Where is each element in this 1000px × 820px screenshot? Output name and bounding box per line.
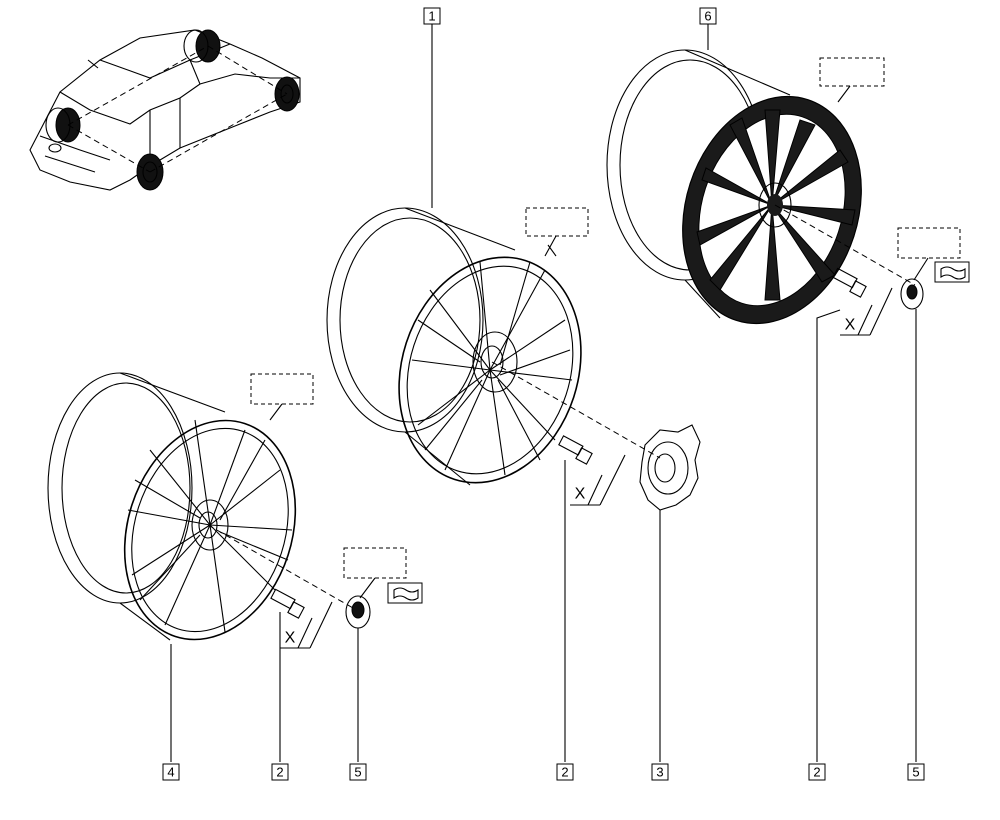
callout-4: 4	[162, 763, 180, 781]
centre-cap-5-right	[900, 278, 924, 310]
callout-5-right: 5	[907, 763, 925, 781]
svg-text:2: 2	[561, 765, 568, 780]
label-box-cap-left	[343, 547, 407, 579]
label-box-wheel-1	[525, 207, 589, 237]
dimension-x-left: X	[280, 601, 333, 649]
label-box-wheel-6	[819, 57, 885, 87]
callout-leaders	[170, 24, 917, 762]
svg-text:2: 2	[276, 765, 283, 780]
badge-plate-left	[387, 582, 423, 604]
svg-text:1: 1	[428, 9, 435, 24]
centre-cap-5-left	[345, 595, 371, 629]
vehicle-locator-illustration	[29, 29, 301, 191]
svg-text:6: 6	[704, 9, 711, 24]
svg-text:4: 4	[167, 765, 174, 780]
svg-text:3: 3	[656, 765, 663, 780]
valve-stem-1	[547, 244, 557, 257]
alloy-wheel-rim-6	[606, 49, 916, 325]
alloy-wheel-rim-4	[47, 372, 361, 641]
svg-text:2: 2	[813, 765, 820, 780]
hub-cap-3	[639, 424, 701, 511]
callout-6: 6	[699, 7, 717, 25]
callout-1: 1	[423, 7, 441, 25]
dimension-label-x: X	[575, 486, 586, 503]
wheel-bolt-2-right	[832, 267, 867, 298]
label-box-wheel-4	[250, 373, 314, 405]
dimension-x-right: X	[840, 287, 893, 336]
svg-text:5: 5	[354, 765, 361, 780]
svg-text:5: 5	[912, 765, 919, 780]
dimension-x-centre: X	[570, 454, 626, 506]
alloy-wheel-rim-1	[326, 207, 661, 486]
badge-plate-right	[934, 261, 970, 283]
label-box-cap-right	[897, 227, 961, 259]
dimension-label-x: X	[845, 317, 856, 334]
callout-5-left: 5	[349, 763, 367, 781]
callout-2-left: 2	[271, 763, 289, 781]
callout-2-right: 2	[808, 763, 826, 781]
wheel-bolt-2-left	[270, 588, 305, 619]
dimension-label-x: X	[285, 630, 296, 647]
callout-3: 3	[651, 763, 669, 781]
callout-2-centre: 2	[556, 763, 574, 781]
wheel-bolt-2-centre	[558, 435, 593, 465]
